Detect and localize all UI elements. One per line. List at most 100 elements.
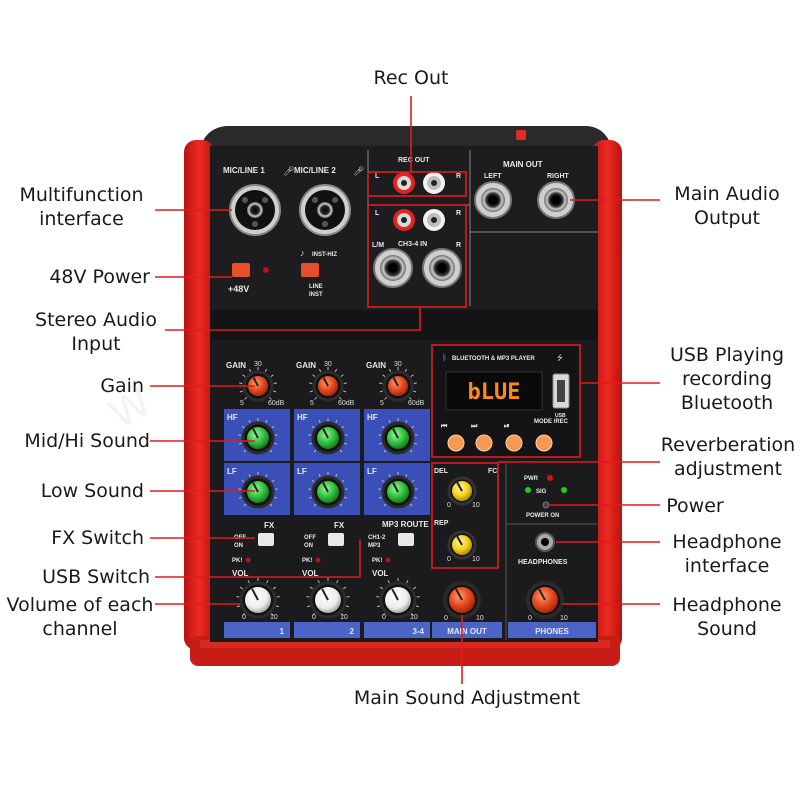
ch34-right-rca[interactable] <box>423 209 445 231</box>
usb-route-switch[interactable] <box>398 533 414 546</box>
gain-tick-30: 30 <box>324 361 332 368</box>
peak-led <box>385 557 391 563</box>
inst-hiz-switch[interactable] <box>301 263 319 277</box>
phantom-48v-switch[interactable] <box>232 263 250 277</box>
next-icon: ⏭ <box>471 423 478 430</box>
rec-out-r-label: R <box>456 173 461 180</box>
mic-icon-2: 🎤︎ <box>353 166 364 176</box>
lf-knob[interactable] <box>378 472 418 509</box>
channel-volume-knob[interactable] <box>306 578 350 619</box>
callout-hp-snd-line2: Sound <box>697 618 757 640</box>
main-out-left-jack[interactable] <box>474 181 512 219</box>
del-label: DEL <box>434 468 449 475</box>
gain-knob[interactable] <box>379 367 417 402</box>
ch34-in-r-label: R <box>456 242 461 249</box>
lf-label: LF <box>367 467 377 476</box>
ch34-l-label: L <box>375 210 380 217</box>
sig-label: SIG <box>536 489 547 495</box>
hf-knob[interactable] <box>378 418 418 455</box>
callout-mid-hi: Mid/Hi Sound <box>24 430 150 452</box>
power-on-led <box>542 501 550 509</box>
del-tick-10: 10 <box>472 502 480 509</box>
channel-volume-knob[interactable] <box>376 578 420 619</box>
callout-stereo-line2: Input <box>71 333 121 355</box>
mode-rec-button[interactable] <box>535 434 553 452</box>
phones-strip-bar <box>508 622 596 638</box>
rec-out-right-rca[interactable] <box>423 172 445 194</box>
combo-jack-1[interactable] <box>229 184 281 236</box>
channel-number-label: 3-4 <box>412 627 424 636</box>
callout-hp-if-line2: interface <box>684 555 770 577</box>
vol-label: VOL <box>302 569 319 578</box>
headphone-jack[interactable] <box>535 532 555 552</box>
main-out-strip-label: MAIN OUT <box>447 627 487 636</box>
callout-main-audio: Main Audio Output <box>660 182 794 230</box>
highlight-boxes <box>367 171 581 569</box>
lf-knob[interactable] <box>308 472 348 509</box>
main-out-right-jack[interactable] <box>537 181 575 219</box>
channel-number-label: 1 <box>280 627 285 636</box>
combo-jack-2[interactable] <box>299 184 351 236</box>
lf-knob[interactable] <box>238 472 278 509</box>
callout-volume: Volume of each channel <box>2 593 158 641</box>
power-section: PWR SIG POWER ON HEADPHONES 0 10 <box>505 462 598 640</box>
leader-lines <box>150 96 660 684</box>
hf-knob[interactable] <box>238 418 278 455</box>
guitar-icon: ♪ <box>300 248 305 258</box>
callout-volume-line1: Volume of each <box>6 594 154 616</box>
gain-tick-30: 30 <box>254 361 262 368</box>
gain-knob[interactable] <box>239 367 277 402</box>
gain-label: GAIN <box>296 361 316 370</box>
inst-label: INST <box>309 292 323 298</box>
right-side-rail <box>592 140 622 650</box>
callout-multifunction: Multifunction interface <box>10 183 153 231</box>
gain-tick-60db: 60dB <box>268 400 285 407</box>
ch34-left-rca[interactable] <box>393 209 415 231</box>
gain-tick-60db: 60dB <box>408 400 425 407</box>
ch34-right-jack[interactable] <box>422 248 462 288</box>
hf-label: HF <box>297 413 308 422</box>
reverb-highlight <box>431 462 499 569</box>
stereo-input-highlight <box>367 204 467 308</box>
delay-knob[interactable] <box>447 476 477 506</box>
prev-button[interactable] <box>447 434 465 452</box>
headphone-volume-knob[interactable] <box>526 581 564 619</box>
mic-line-2-label: MIC/LINE 2 <box>294 166 336 175</box>
peak-led <box>245 557 251 563</box>
callout-main-sound: Main Sound Adjustment <box>353 687 581 709</box>
callout-volume-line2: channel <box>42 618 118 640</box>
headphones-label: HEADPHONES <box>518 559 568 566</box>
input-section: MIC/LINE 1 MIC/LINE 2 🎤︎ 🎤︎ +48V ♪ INST-… <box>223 150 598 306</box>
next-button[interactable] <box>475 434 493 452</box>
gain-tick-5: 5 <box>380 400 384 407</box>
callout-usb-line3: Bluetooth <box>680 392 774 414</box>
callout-main-audio-line1: Main Audio <box>674 183 780 205</box>
ch34-left-jack[interactable] <box>373 248 413 288</box>
main-tick-0: 0 <box>444 615 448 622</box>
led-display: bLUE <box>468 380 521 405</box>
hf-knob[interactable] <box>308 418 348 455</box>
vol-tick-10: 10 <box>340 614 348 621</box>
repeat-knob[interactable] <box>447 530 477 560</box>
ch34-lm-label: L/M <box>372 242 384 249</box>
vol-label: VOL <box>232 569 249 578</box>
gain-knob[interactable] <box>309 367 347 402</box>
channel-volume-knob[interactable] <box>236 578 280 619</box>
play-pause-button[interactable] <box>505 434 523 452</box>
callout-headphone-sound: Headphone Sound <box>660 593 794 641</box>
effects-section: DEL FC REP 0 10 0 10 <box>434 468 497 563</box>
callout-usb-switch: USB Switch <box>42 566 150 588</box>
rec-out-left-rca[interactable] <box>393 172 415 194</box>
channel-number-label: 2 <box>350 627 355 636</box>
ch34-r-label: R <box>456 210 461 217</box>
fx-switch[interactable] <box>328 533 344 546</box>
fx-on-label: ON <box>304 543 313 549</box>
peak-label: PK! <box>302 558 312 564</box>
main-out-left-label: LEFT <box>484 173 502 180</box>
main-volume-knob[interactable] <box>443 581 481 619</box>
fx-switch[interactable] <box>258 533 274 546</box>
power-on-label: POWER ON <box>526 513 559 519</box>
hp-tick-10: 10 <box>560 615 568 622</box>
